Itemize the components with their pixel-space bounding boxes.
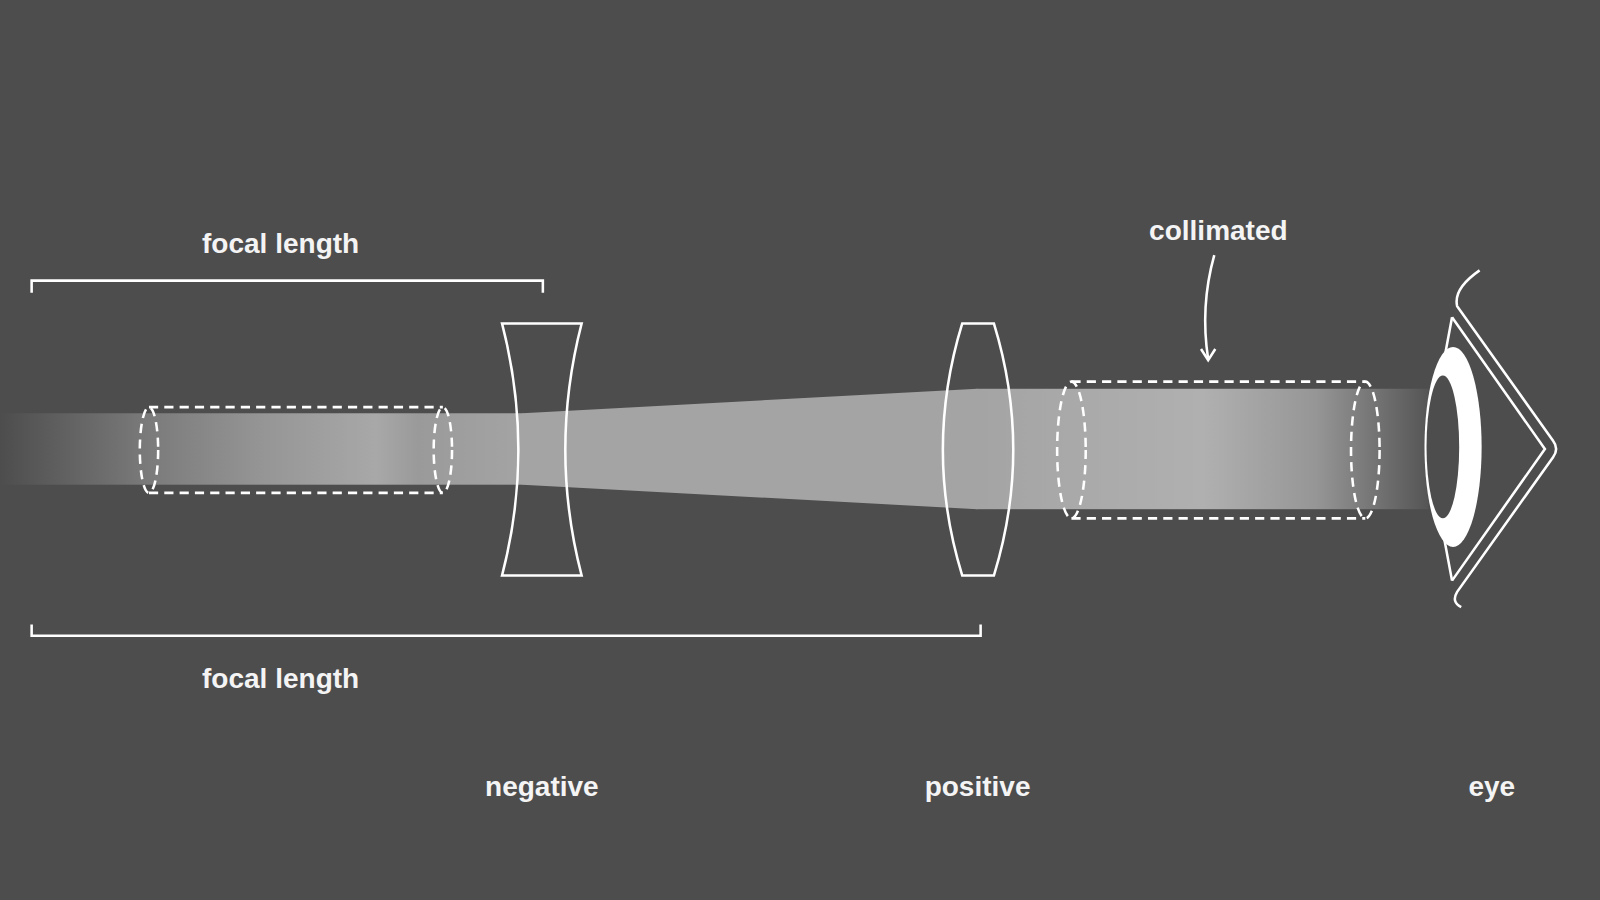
leader-arrowhead [1201, 349, 1215, 360]
part-label: negative [485, 771, 599, 802]
cylinder-end [434, 407, 452, 493]
dimension-label: focal length [202, 663, 359, 694]
cylinder-outline [1071, 382, 1365, 519]
focal-length-bracket [32, 624, 981, 635]
part-label: eye [1468, 771, 1515, 802]
leader-line [1205, 255, 1214, 359]
cylinder-end [1351, 382, 1380, 519]
eye-iris [1424, 347, 1481, 547]
dimension-label: focal length [202, 228, 359, 259]
cylinder-end [1057, 382, 1086, 519]
input-beam [0, 413, 523, 484]
negative-lens [502, 323, 582, 575]
part-label: positive [925, 771, 1031, 802]
eye-pupil [1427, 376, 1460, 519]
cylinder-end [140, 407, 158, 493]
positive-lens [943, 323, 1013, 575]
cylinder-outline [149, 407, 443, 493]
callout-label: collimated [1149, 215, 1287, 246]
diverging-beam [522, 389, 977, 509]
collimated-beam [977, 389, 1429, 509]
focal-length-bracket [32, 281, 543, 293]
